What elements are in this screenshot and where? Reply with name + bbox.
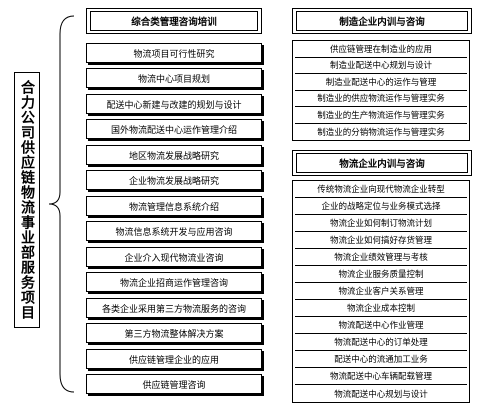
manufacturing-item: 制造业的生产物流运作与管理实务 — [295, 107, 467, 124]
logistics-item: 物流企业客户关系管理 — [295, 283, 467, 300]
manufacturing-item: 制造业的分销物流运作与管理实务 — [317, 127, 445, 138]
vertical-title: 合力公司供应链物流事业部服务项目 — [14, 72, 40, 328]
manufacturing-item: 供应链管理在制造业的应用 — [295, 41, 467, 58]
logistics-item: 物流企业绩效管理与考核 — [295, 249, 467, 266]
left-item: 企业介入现代物流业咨询 — [86, 247, 262, 267]
left-item: 各类企业采用第三方物流服务的咨询 — [86, 298, 262, 318]
left-item: 物流管理信息系统介绍 — [86, 196, 262, 216]
left-item: 地区物流发展战略研究 — [86, 145, 262, 165]
logistics-item: 物流企业成本控制 — [295, 300, 467, 317]
manufacturing-header: 制造企业内训与咨询 — [292, 8, 472, 34]
left-header: 综合类管理咨询培训 — [86, 8, 262, 34]
logistics-item: 配送中心的流通加工业务 — [295, 351, 467, 368]
left-item: 物流中心项目规划 — [86, 68, 262, 88]
left-item: 国外物流配送中心运作管理介绍 — [86, 119, 262, 139]
manufacturing-item: 制造业的供应物流运作与管理实务 — [295, 91, 467, 107]
logistics-item: 物流企业如何制订物流计划 — [295, 215, 467, 232]
manufacturing-item: 制造业配送中心的运作与管理 — [295, 74, 467, 91]
logistics-item: 物流企业如何搞好存货管理 — [295, 232, 467, 249]
left-item: 物流企业招商运作管理咨询 — [86, 272, 262, 292]
left-header-label: 综合类管理咨询培训 — [90, 11, 258, 31]
left-item: 物流信息系统开发与应用咨询 — [86, 221, 262, 241]
logistics-header: 物流企业内训与咨询 — [292, 150, 472, 176]
left-item: 企业物流发展战略研究 — [86, 170, 262, 190]
logistics-item: 企业的战略定位与业务模式选择 — [295, 198, 467, 215]
logistics-item: 物流企业服务质量控制 — [295, 266, 467, 283]
left-item: 配送中心新建与改建的规划与设计 — [86, 94, 262, 114]
left-brace — [48, 15, 75, 393]
left-item: 供应链管理咨询 — [86, 374, 262, 394]
left-item: 物流项目可行性研究 — [86, 43, 262, 63]
manufacturing-list: 供应链管理在制造业的应用制造业配送中心规划与设计制造业配送中心的运作与管理制造业… — [292, 40, 470, 141]
logistics-item: 物流配送中心作业管理 — [295, 317, 467, 334]
logistics-item: 物流配送中心车辆配载管理 — [295, 368, 467, 385]
logistics-item: 传统物流企业向现代物流企业转型 — [295, 181, 467, 198]
logistics-item: 物流配送中心的订单处理 — [295, 334, 467, 351]
manufacturing-item: 制造业配送中心规划与设计 — [295, 58, 467, 74]
logistics-header-label: 物流企业内训与咨询 — [296, 153, 468, 173]
left-item: 第三方物流整体解决方案 — [86, 323, 262, 343]
logistics-list: 传统物流企业向现代物流企业转型企业的战略定位与业务模式选择物流企业如何制订物流计… — [292, 180, 470, 403]
manufacturing-header-label: 制造企业内训与咨询 — [296, 11, 468, 31]
left-item: 供应链管理企业的应用 — [86, 349, 262, 369]
logistics-item: 物流配送中心规划与设计 — [334, 389, 428, 400]
